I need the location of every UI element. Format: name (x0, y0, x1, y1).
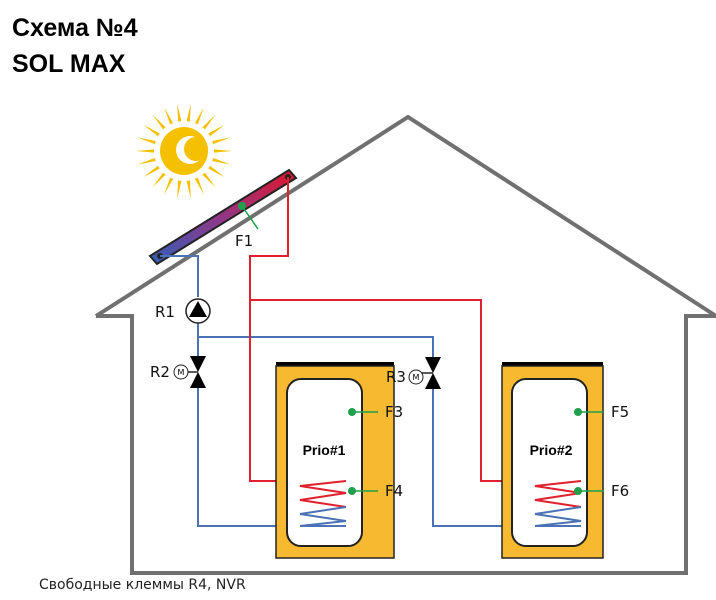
sensor-f5 (574, 408, 604, 416)
sun-ray (212, 137, 231, 145)
sun-ray (137, 157, 156, 165)
r2-motor-label: M (178, 368, 185, 377)
diagram-subtitle: SOL MAX (12, 50, 126, 78)
sun-ray (177, 180, 182, 199)
sun-ray (152, 114, 166, 130)
sun-ray (202, 114, 216, 130)
tank-prio2: Prio#2 (501, 362, 604, 559)
pump-r1-icon (185, 298, 211, 324)
tank-prio2-label: Prio#2 (530, 442, 573, 458)
f6-label: F6 (611, 482, 629, 500)
sun-ray (143, 165, 160, 177)
sun-ray (212, 157, 231, 165)
sun-ray (194, 107, 204, 125)
sensor-f1 (238, 202, 259, 230)
sun-ray (208, 125, 225, 137)
f4-label: F4 (385, 482, 403, 500)
sun-ray (164, 107, 174, 125)
tank-prio1-label: Prio#1 (303, 442, 346, 458)
footer-note: Свободные клеммы R4, NVR (39, 577, 246, 593)
r3-motor-label: M (413, 373, 420, 382)
r1-label: R1 (155, 303, 175, 321)
sun-ray (208, 165, 225, 177)
sun-ray (214, 149, 232, 153)
sun-ray (194, 177, 204, 195)
sun-ray (177, 103, 182, 122)
coil-tank1-cold (299, 506, 347, 527)
sun-ray (164, 177, 174, 195)
sun-ray (152, 172, 166, 188)
valve-r2-icon: M (173, 356, 206, 388)
coil-tank2-cold (534, 506, 582, 527)
house-outline (94, 114, 716, 575)
solar-collector (148, 168, 298, 266)
f5-label: F5 (611, 403, 629, 421)
tank-prio1: Prio#1 (275, 362, 395, 559)
sun-ray (186, 103, 191, 122)
sun-ray (136, 149, 154, 153)
sensor-f4 (348, 487, 378, 495)
r2-label: R2 (150, 363, 170, 381)
valve-r3-icon: M (408, 357, 441, 389)
f1-label: F1 (235, 232, 253, 250)
r3-label: R3 (386, 368, 406, 386)
diagram-title: Схема №4 (12, 14, 138, 42)
sun-ray (186, 180, 191, 199)
sun-ray (137, 137, 156, 145)
sensor-f6 (574, 487, 604, 495)
sun-ray (202, 172, 216, 188)
f3-label: F3 (385, 403, 403, 421)
sensor-f3 (348, 408, 378, 416)
sun-ray (143, 125, 160, 137)
coil-tank1-hot (299, 480, 347, 508)
sun-icon (136, 103, 232, 199)
